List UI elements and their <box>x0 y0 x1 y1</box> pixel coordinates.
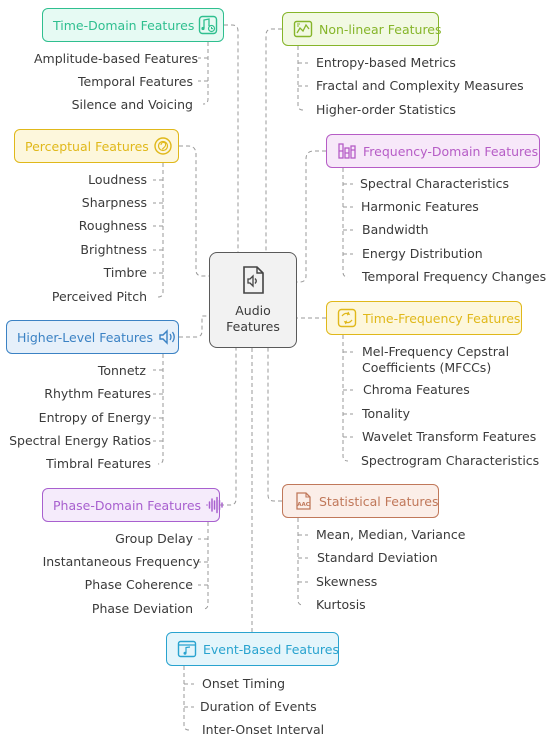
category-statistical: AAC Statistical Features <box>282 484 439 518</box>
list-item: Harmonic Features <box>361 199 479 214</box>
list-item: Inter-Onset Interval <box>202 722 325 737</box>
music-window-icon <box>177 639 197 659</box>
bracket-non-linear <box>297 46 304 111</box>
list-item: Fractal and Complexity Measures <box>316 78 524 93</box>
list-item: Loudness <box>88 172 147 187</box>
category-perceptual: Perceptual Features <box>14 129 179 163</box>
audio-file-icon <box>239 265 267 299</box>
bracket-higher-level <box>157 354 164 465</box>
category-label: Event-Based Features <box>203 641 339 657</box>
bracket-perceptual <box>157 163 164 298</box>
connector-perceptual <box>179 145 209 277</box>
list-item: Temporal Frequency Changes <box>362 269 547 284</box>
list-item: Temporal Features <box>78 74 193 89</box>
central-node-audio-features: Audio Features <box>209 252 297 348</box>
list-item: Tonnetz <box>97 363 146 378</box>
aac-file-icon: AAC <box>293 491 313 511</box>
list-item: Mel-Frequency Cepstral Coefficients (MFC… <box>362 344 510 375</box>
list-item: Tonality <box>362 406 410 421</box>
list-item: Perceived Pitch <box>51 289 147 304</box>
category-frequency-domain: Frequency-Domain Features <box>326 134 540 168</box>
list-item: Amplitude-based Features <box>33 51 198 66</box>
connector-phase-domain <box>220 348 237 506</box>
list-item: Spectral Energy Ratios <box>9 433 151 448</box>
list-item: Energy Distribution <box>362 246 483 261</box>
list-item: Brightness <box>80 242 147 257</box>
list-item: Skewness <box>316 574 378 589</box>
list-item: Mean, Median, Variance <box>316 527 466 542</box>
list-item: Phase Deviation <box>91 601 193 616</box>
list-item: Onset Timing <box>202 676 286 691</box>
connector-frequency-domain <box>297 150 326 283</box>
category-label: Perceptual Features <box>25 138 149 154</box>
list-item: Kurtosis <box>316 597 366 612</box>
ear-target-icon <box>153 136 173 156</box>
category-label: Non-linear Features <box>319 21 442 37</box>
central-node-label-line-2: Features <box>226 319 280 334</box>
list-item: Timbre <box>103 265 147 280</box>
list-item: Group Delay <box>115 531 193 546</box>
list-item: Rhythm Features <box>44 386 151 401</box>
list-item: Bandwidth <box>362 222 429 237</box>
category-non-linear: Non-linear Features <box>282 12 442 46</box>
bracket-phase-domain <box>202 522 209 610</box>
category-higher-level: Higher-Level Features <box>6 320 179 354</box>
category-label: Time-Domain Features <box>53 17 195 33</box>
list-item: Silence and Voicing <box>71 97 193 112</box>
bracket-time-frequency <box>342 335 349 462</box>
category-time-domain: Time-Domain Features <box>42 8 224 42</box>
connector-non-linear <box>265 28 282 252</box>
category-time-frequency: Time-Frequency Features <box>326 301 522 335</box>
list-item: Higher-order Statistics <box>316 102 456 117</box>
svg-text:AAC: AAC <box>297 502 310 508</box>
category-label: Phase-Domain Features <box>53 497 202 513</box>
bracket-time-domain <box>202 42 209 105</box>
connector-statistical <box>267 348 282 502</box>
equalizer-icon <box>337 141 357 161</box>
list-item: Spectral Characteristics <box>360 176 510 191</box>
category-phase-domain: Phase-Domain Features <box>42 488 223 522</box>
list-item: Instantaneous Frequency <box>42 554 200 569</box>
speaker-icon <box>157 327 177 347</box>
connector-higher-level <box>179 315 209 338</box>
list-item: Wavelet Transform Features <box>362 429 537 444</box>
bracket-frequency-domain <box>342 168 349 278</box>
list-item: Entropy-based Metrics <box>316 55 456 70</box>
connector-time-domain <box>224 24 239 252</box>
category-label: Time-Frequency Features <box>363 310 521 326</box>
list-item: Spectrogram Characteristics <box>361 453 540 468</box>
category-label: Frequency-Domain Features <box>363 143 539 159</box>
central-node-label-line-1: Audio <box>235 303 271 318</box>
category-event-based: Event-Based Features <box>166 632 339 666</box>
waveform-icon <box>205 495 225 515</box>
music-swap-icon <box>337 308 357 328</box>
bracket-event-based <box>183 666 190 731</box>
list-item: Standard Deviation <box>317 550 438 565</box>
music-note-clock-icon <box>198 15 218 35</box>
list-item: Chroma Features <box>363 382 470 397</box>
list-item: Duration of Events <box>200 699 317 714</box>
list-item: Sharpness <box>81 195 147 210</box>
list-item: Roughness <box>78 218 147 233</box>
category-label: Higher-Level Features <box>17 329 153 345</box>
bracket-statistical <box>297 518 304 606</box>
list-item: Timbral Features <box>46 456 151 471</box>
category-label: Statistical Features <box>319 493 439 509</box>
list-item: Entropy of Energy <box>38 410 151 425</box>
chart-graph-icon <box>293 19 313 39</box>
list-item: Phase Coherence <box>84 577 193 592</box>
